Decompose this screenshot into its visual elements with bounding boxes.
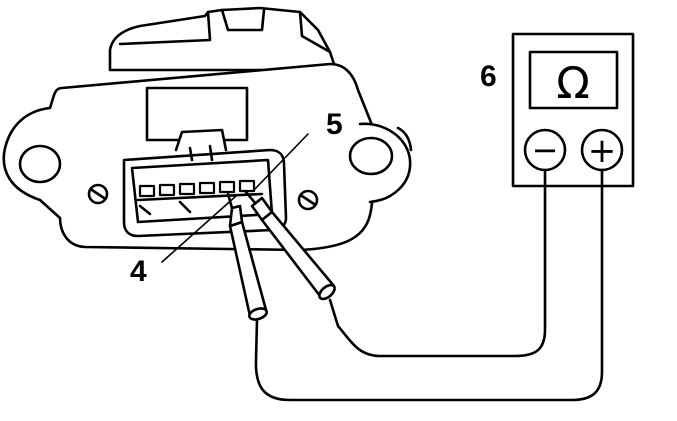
probe-a-neck <box>228 204 244 228</box>
sensor-assembly <box>2 6 413 252</box>
screw-left <box>87 183 109 205</box>
meter-display <box>528 50 619 110</box>
sensor-top-housing <box>108 6 338 72</box>
callout-6: 6 <box>480 60 497 93</box>
mounting-hole-right <box>348 136 394 176</box>
negative-lead <box>328 168 547 358</box>
connector-latch <box>174 128 228 152</box>
sensor-top-housing-ridge <box>118 10 332 54</box>
test-probes <box>226 190 336 321</box>
flange-edge-right <box>396 126 413 152</box>
ohmmeter <box>511 32 635 188</box>
callout-5: 5 <box>326 108 343 141</box>
connector-pin-ridge <box>136 192 264 216</box>
minus-symbol: − <box>532 131 559 169</box>
leader-lines <box>161 133 309 263</box>
connector-pins <box>138 179 256 198</box>
mounting-hole-left <box>18 144 62 184</box>
probe-a-end <box>248 307 268 321</box>
probe-b-tip <box>244 190 258 206</box>
test-leads <box>254 168 604 402</box>
callout-4: 4 <box>130 255 147 288</box>
plus-symbol: + <box>588 131 617 171</box>
sensor-top-housing-detail <box>220 8 266 32</box>
connector-latch-slot <box>188 144 214 162</box>
leader-5 <box>253 133 309 191</box>
leader-4 <box>161 195 237 263</box>
probe-b-end <box>318 283 336 301</box>
positive-lead <box>254 168 604 402</box>
ohm-symbol: Ω <box>556 58 590 109</box>
screw-right <box>297 189 319 211</box>
